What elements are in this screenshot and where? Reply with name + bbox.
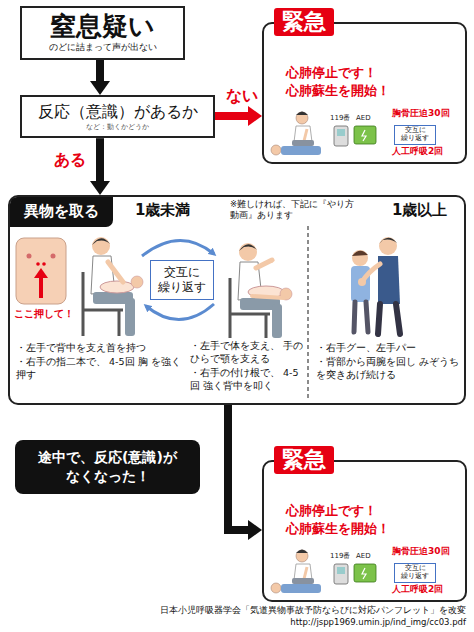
node-text: のどに詰まって声が出ない bbox=[28, 42, 177, 53]
node-text: 心肺停止です！ 心肺蘇生を開始！ bbox=[286, 64, 456, 100]
label: ・右手の指二本で、 4-5回 胸 を強く押す bbox=[16, 356, 186, 382]
repeat-box: 交互に 繰り返す bbox=[394, 125, 436, 145]
node-text: 交互に 繰り返す bbox=[155, 265, 209, 295]
divider bbox=[307, 226, 309, 398]
repeat-box: 交互に 繰り返す bbox=[394, 563, 436, 583]
emergency-box: 緊急心肺停止です！ 心肺蘇生を開始！交互に 繰り返す bbox=[262, 22, 467, 164]
connector-arrow bbox=[90, 138, 110, 195]
infant-chest bbox=[16, 238, 66, 304]
edge-label: ない bbox=[224, 86, 260, 105]
label: 1歳未満 bbox=[135, 201, 190, 219]
label: AED bbox=[356, 552, 371, 560]
connector-arrow bbox=[228, 405, 262, 540]
question-box: 反応（意識）があるかなど：動くかどうか bbox=[20, 95, 215, 138]
label: 1歳以上 bbox=[392, 201, 447, 219]
node-text: 心肺停止です！ 心肺蘇生を開始！ bbox=[286, 502, 456, 538]
edge-label: ある bbox=[52, 150, 88, 169]
label: 人工呼吸2回 bbox=[392, 584, 443, 595]
node-text: など：動くかどうか bbox=[28, 123, 207, 131]
node-text: 緊急 bbox=[274, 446, 334, 474]
label: 胸骨圧迫30回 bbox=[392, 546, 450, 557]
label: ここ押して！ bbox=[14, 308, 74, 320]
label: 119番 bbox=[330, 552, 350, 560]
cpr-illustration bbox=[271, 550, 376, 594]
label: 胸骨圧迫30回 bbox=[392, 108, 450, 119]
label: 人工呼吸2回 bbox=[392, 146, 443, 157]
start-box: 窒息疑いのどに詰まって声が出ない bbox=[20, 6, 185, 60]
alternate-arrow bbox=[146, 304, 214, 320]
node-text: 交互に 繰り返す bbox=[396, 565, 434, 580]
node-text: 緊急 bbox=[274, 8, 334, 36]
label: ・背部から両腕を回し みぞうちを突きあげ続ける bbox=[316, 356, 464, 382]
repeat-box: 交互に 繰り返す bbox=[150, 260, 214, 300]
node-text: 途中で、反応(意識)が なくなった！ bbox=[27, 448, 188, 486]
node-text: 窒息疑い bbox=[28, 12, 177, 42]
label: ・左手で体を支え、 手のひらで顎を支える bbox=[190, 340, 306, 366]
node-text: 異物を取る bbox=[10, 197, 113, 227]
label: ※難しければ、下記に『やり方動画』あります bbox=[230, 199, 360, 221]
cpr-illustration bbox=[271, 112, 376, 156]
node-text: 交互に 繰り返す bbox=[396, 127, 434, 142]
label: ・右手の付け根で、 4-5回 強く背中を叩く bbox=[190, 367, 306, 393]
seated-rescuer-back bbox=[230, 243, 292, 338]
label: AED bbox=[356, 114, 371, 122]
standing-rescuer bbox=[351, 237, 400, 334]
label: 日本小児呼吸器学会「気道異物事故予防ならびに対応パンフレット」を改変 bbox=[160, 605, 466, 615]
emergency-box: 緊急心肺停止です！ 心肺蘇生を開始！交互に 繰り返す bbox=[262, 460, 467, 602]
connector-arrow bbox=[215, 106, 262, 126]
label: http://jspp1969.umin.jp/ind_img/cc03.pdf bbox=[290, 617, 466, 627]
label: ・左手で背中を支え首を持つ bbox=[16, 342, 186, 355]
node-text: 反応（意識）があるか bbox=[28, 102, 207, 123]
alternate-arrow bbox=[142, 240, 214, 256]
warning-box: 途中で、反応(意識)が なくなった！ bbox=[15, 440, 200, 494]
seated-rescuer-chest bbox=[83, 237, 143, 336]
label: ・右手グー、左手パー bbox=[316, 342, 464, 355]
connector-arrow bbox=[90, 60, 110, 95]
label: 119番 bbox=[330, 114, 350, 122]
